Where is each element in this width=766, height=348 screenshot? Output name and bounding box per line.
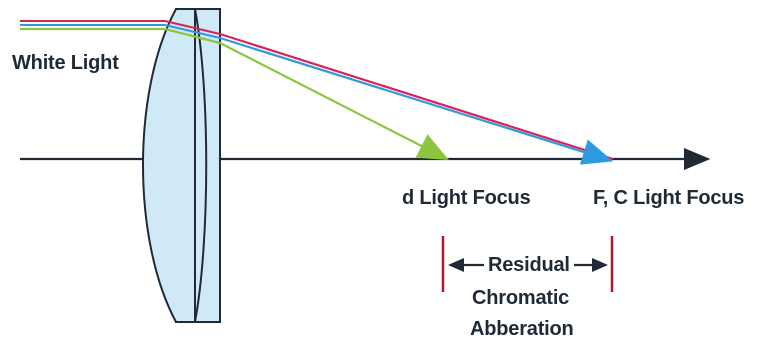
d-light-focus-label: d Light Focus bbox=[402, 187, 531, 209]
abberation-label: Abberation bbox=[470, 318, 574, 340]
red-ray-inside-lens bbox=[164, 20, 221, 35]
chromatic-label: Chromatic bbox=[472, 287, 570, 309]
blue-ray-outgoing bbox=[219, 36, 614, 165]
lens-convex-element bbox=[142, 8, 208, 323]
blue-ray-inside-lens bbox=[164, 24, 221, 39]
white-light-label: White Light bbox=[12, 52, 119, 74]
arrow-left-icon bbox=[448, 258, 484, 272]
fc-light-focus-label: F, C Light Focus bbox=[593, 187, 745, 209]
red-ray-outgoing bbox=[219, 32, 614, 161]
green-ray-inside-lens bbox=[164, 27, 221, 45]
green-ray-outgoing bbox=[219, 42, 449, 161]
residual-label: Residual bbox=[488, 254, 570, 276]
arrow-right-icon bbox=[574, 258, 608, 272]
